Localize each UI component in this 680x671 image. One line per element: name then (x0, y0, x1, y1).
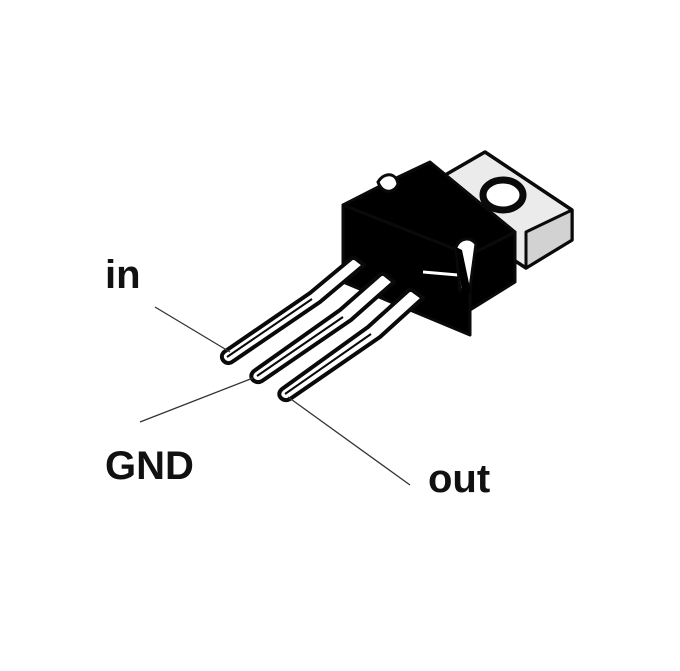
mounting-hole (479, 176, 527, 214)
body-notch (376, 173, 400, 193)
plastic-body (341, 160, 517, 337)
pin-label-gnd: GND (105, 444, 194, 488)
pin-gnd (249, 272, 396, 384)
leader-line-out (287, 396, 411, 486)
pin-label-in: in (105, 253, 141, 297)
pin-out (277, 288, 425, 402)
metal-tab (438, 150, 574, 270)
pin-label-out: out (428, 457, 490, 501)
leader-line-gnd (139, 377, 254, 423)
to220-package (219, 150, 574, 402)
leader-line-in (154, 306, 231, 353)
pin-in (219, 256, 366, 365)
